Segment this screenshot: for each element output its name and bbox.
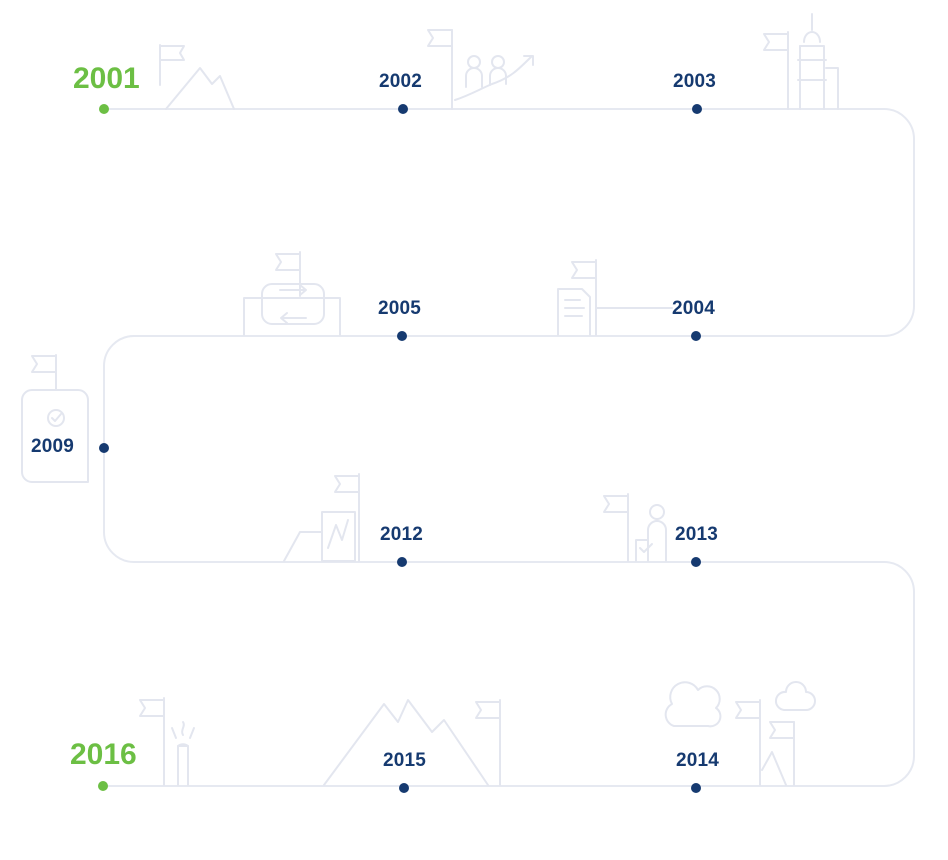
milestone-marker-2015[interactable] [399, 783, 409, 793]
year-label-2001: 2001 [73, 62, 140, 95]
torch-flag-icon [139, 697, 195, 786]
document-flag-icon [557, 259, 673, 336]
mountain-flag-icon [159, 44, 235, 110]
milestone-marker-2002[interactable] [398, 104, 408, 114]
year-label-2004: 2004 [672, 298, 716, 319]
cloud-flag-icon [664, 681, 816, 786]
milestone-marker-2014[interactable] [691, 783, 701, 793]
milestone-marker-2005[interactable] [397, 331, 407, 341]
year-label-2016: 2016 [70, 738, 137, 771]
person-check-icon [603, 493, 667, 562]
year-label-2003: 2003 [673, 71, 717, 92]
milestone-marker-2001[interactable] [99, 104, 109, 114]
milestone-marker-2013[interactable] [691, 557, 701, 567]
cycle-flag-icon [243, 251, 341, 336]
milestone-marker-2004[interactable] [691, 331, 701, 341]
year-label-2009: 2009 [31, 436, 75, 457]
year-label-2005: 2005 [378, 298, 422, 319]
mountain-peaks-flag-icon [323, 699, 501, 786]
year-label-2014: 2014 [676, 750, 720, 771]
year-label-2013: 2013 [675, 524, 719, 545]
building-flag-icon [763, 13, 839, 110]
year-label-2012: 2012 [380, 524, 424, 545]
people-growth-icon [427, 29, 534, 110]
milestone-marker-2003[interactable] [692, 104, 702, 114]
year-label-2015: 2015 [383, 750, 427, 771]
certificate-flag-icon [21, 354, 89, 483]
milestone-marker-2012[interactable] [397, 557, 407, 567]
year-label-2002: 2002 [379, 71, 423, 92]
milestone-marker-2009[interactable] [99, 443, 109, 453]
milestone-marker-2016[interactable] [98, 781, 108, 791]
timeline-path [103, 108, 915, 787]
chart-flag-icon [283, 473, 360, 562]
